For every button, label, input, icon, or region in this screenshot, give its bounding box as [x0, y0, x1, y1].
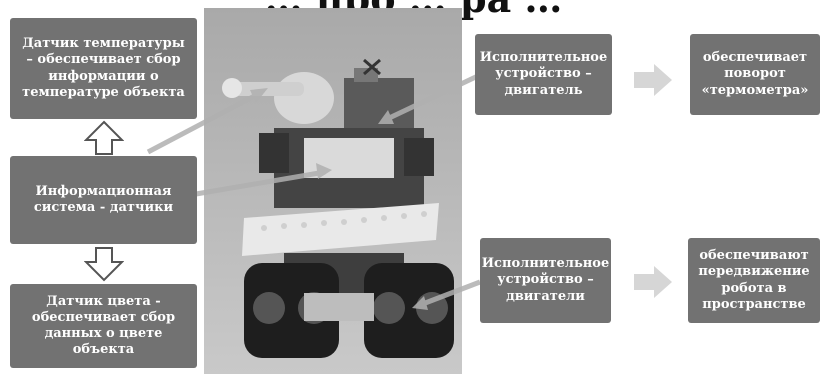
robot-photo — [204, 8, 462, 374]
actuator-motor-box: Исполнительное устройство – двигатель — [475, 34, 612, 115]
arrow-to-head — [383, 71, 484, 123]
temp-sensor-box: Датчик температуры – обеспечивает сбор и… — [10, 18, 197, 119]
down-arrow-icon — [84, 247, 124, 282]
up-arrow-icon — [84, 120, 124, 155]
right-arrow-icon — [634, 266, 672, 298]
turn-result-box: обеспечивает поворот «термометра» — [690, 34, 820, 115]
info-system-box: Информационная система - датчики — [10, 156, 197, 244]
arrow-to-tracks — [419, 279, 481, 308]
arrow-to-body — [195, 169, 326, 197]
arrow-to-thermometer — [146, 89, 264, 155]
move-result-box: обеспечивают передвижение робота в прост… — [688, 238, 820, 323]
actuator-motors-box: Исполнительное устройство – двигатели — [480, 238, 611, 323]
color-sensor-box: Датчик цвета - обеспечивает сбор данных … — [10, 284, 197, 368]
right-arrow-icon — [634, 64, 672, 96]
